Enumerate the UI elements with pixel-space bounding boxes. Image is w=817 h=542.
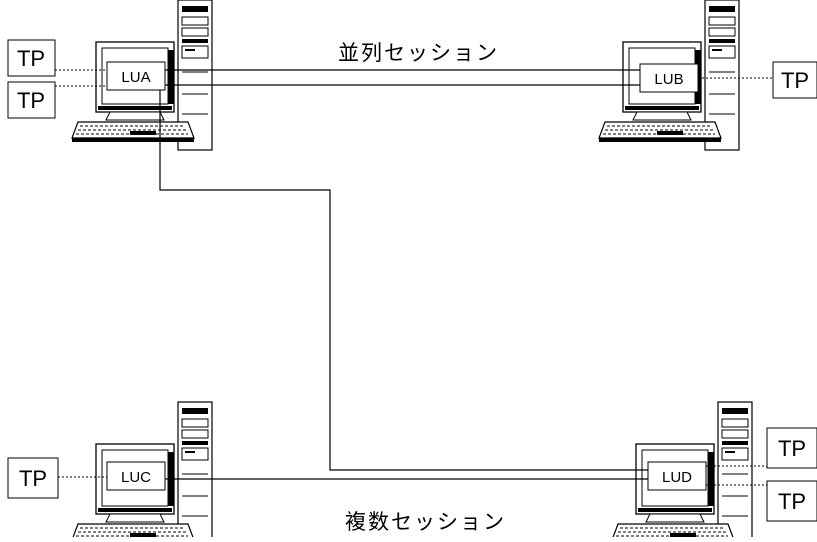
parallel-sessions-label: 並列セッション [338, 41, 499, 65]
lu-box-d: LUD [647, 461, 707, 491]
tp-box-c: TP [7, 457, 59, 499]
tp-label: TP [778, 489, 806, 514]
lu-label-a: LUA [121, 69, 150, 86]
tp-label: TP [17, 46, 45, 71]
session-line-a-to-d [159, 90, 648, 471]
tp-box-a2: TP [7, 81, 56, 119]
tp-box-d2: TP [766, 480, 817, 522]
lu-label-d: LUD [662, 469, 692, 486]
lu-box-b: LUB [639, 63, 699, 93]
lu-box-a: LUA [106, 61, 166, 91]
lu-label-b: LUB [654, 71, 683, 88]
tp-label: TP [17, 88, 45, 113]
tp-box-b: TP [772, 61, 817, 99]
parallel-session-lines [165, 69, 640, 86]
tp-box-d1: TP [766, 427, 817, 469]
lu-box-c: LUC [106, 461, 166, 491]
multiple-sessions-label: 複数セッション [345, 510, 506, 534]
lu-label-c: LUC [121, 469, 151, 486]
tp-box-a1: TP [7, 39, 56, 77]
tp-label: TP [781, 68, 809, 93]
tp-label: TP [778, 436, 806, 461]
tp-label: TP [19, 466, 47, 491]
